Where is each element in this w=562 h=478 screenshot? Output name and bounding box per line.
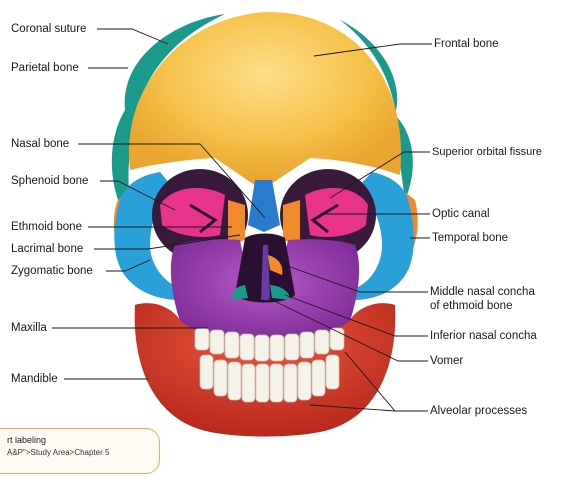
label-middle-nasal-concha: Middle nasal concha [430,286,535,299]
ethmoid-right-shape [283,200,300,245]
label-ethmoid-bone: Ethmoid bone [11,221,82,234]
label-mandible: Mandible [11,373,58,386]
nasal-bone-shape [248,180,280,232]
label-middle-nasal-concha-sub: of ethmoid bone [430,300,512,313]
study-area-tag[interactable]: rt labeling A&P">Study Area>Chapter 5 [0,428,160,474]
label-zygomatic-bone: Zygomatic bone [11,265,93,278]
label-maxilla: Maxilla [11,322,47,335]
label-vomer: Vomer [430,355,463,368]
label-sphenoid-bone: Sphenoid bone [11,175,88,188]
label-frontal-bone: Frontal bone [434,38,499,51]
label-parietal-bone: Parietal bone [11,62,79,75]
sphenoid-right-shape [305,188,368,237]
label-optic-canal: Optic canal [432,208,490,221]
label-coronal-suture: Coronal suture [11,23,86,36]
label-superior-orbital-fissure: Superior orbital fissure [432,146,542,159]
study-tag-path[interactable]: A&P">Study Area>Chapter 5 [7,448,109,457]
label-temporal-bone: Temporal bone [432,232,508,245]
ethmoid-left-shape [228,200,245,245]
label-lacrimal-bone: Lacrimal bone [11,243,83,256]
study-tag-title: rt labeling [7,435,46,445]
sphenoid-left-shape [160,188,225,237]
label-nasal-bone: Nasal bone [11,138,69,151]
label-alveolar-processes: Alveolar processes [430,405,527,418]
label-inferior-nasal-concha: Inferior nasal concha [430,330,537,343]
